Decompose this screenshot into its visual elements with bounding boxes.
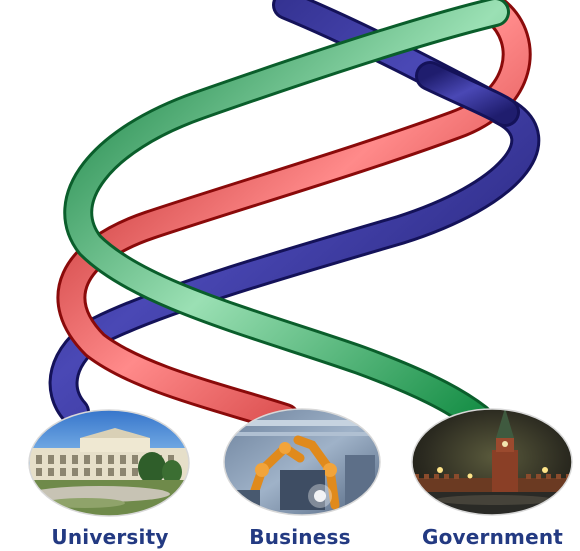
business-label: Business — [249, 525, 351, 549]
industrial-robot-photo — [224, 409, 380, 515]
government-label: Government — [421, 525, 564, 549]
kremlin-night-photo — [412, 409, 572, 515]
university-building-photo — [29, 410, 189, 516]
university-label: University — [51, 525, 169, 549]
